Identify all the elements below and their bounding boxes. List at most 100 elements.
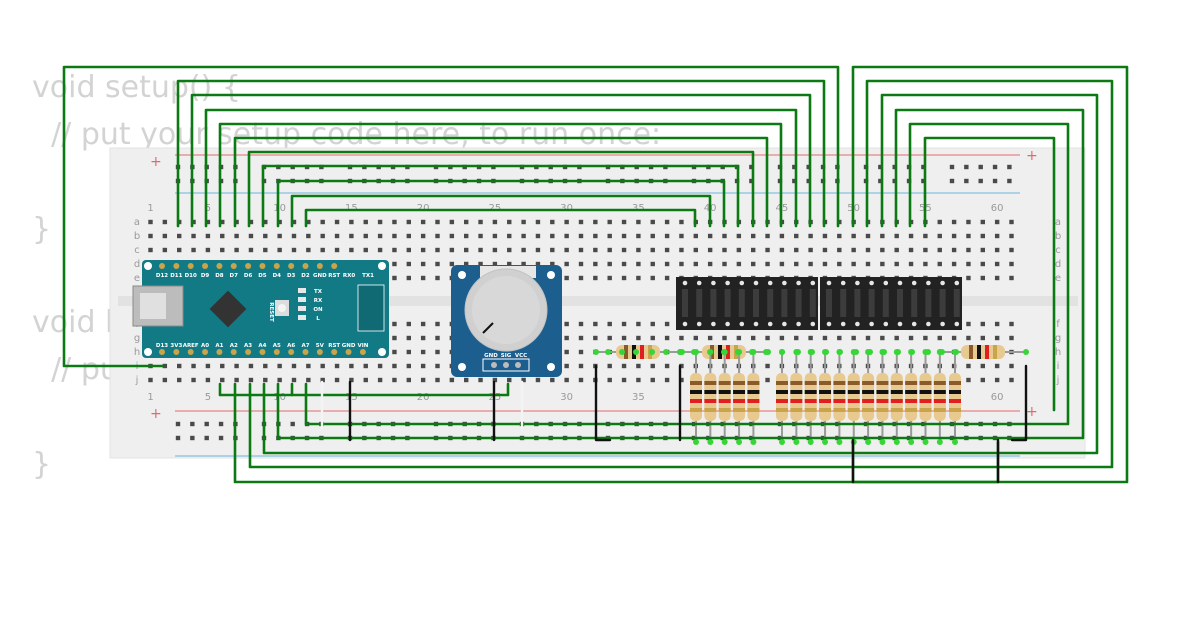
breadboard-hole[interactable] bbox=[334, 363, 340, 369]
breadboard-hole[interactable] bbox=[507, 377, 512, 383]
breadboard-hole[interactable] bbox=[420, 377, 426, 383]
jumper-wire[interactable] bbox=[290, 194, 712, 228]
breadboard-hole[interactable] bbox=[865, 233, 871, 239]
breadboard-hole[interactable] bbox=[736, 233, 742, 239]
breadboard-hole[interactable] bbox=[363, 247, 368, 253]
breadboard-hole[interactable] bbox=[420, 349, 426, 355]
breadboard-hole[interactable] bbox=[449, 219, 455, 225]
breadboard-hole[interactable] bbox=[234, 363, 239, 369]
resistors[interactable] bbox=[593, 345, 1029, 445]
breadboard-hole[interactable] bbox=[851, 233, 856, 239]
breadboard-hole[interactable] bbox=[966, 363, 971, 369]
resistor[interactable] bbox=[919, 373, 932, 421]
breadboard-hole[interactable] bbox=[177, 233, 182, 239]
breadboard-hole[interactable] bbox=[636, 335, 641, 341]
breadboard-hole[interactable] bbox=[406, 377, 411, 383]
breadboard-hole[interactable] bbox=[865, 247, 871, 253]
breadboard-hole[interactable] bbox=[636, 363, 641, 369]
code-line[interactable]: } bbox=[32, 447, 52, 482]
nano-pin-bottom[interactable] bbox=[245, 349, 252, 355]
breadboard-hole[interactable] bbox=[578, 377, 584, 383]
breadboard-hole[interactable] bbox=[636, 275, 641, 281]
rail-hole[interactable] bbox=[921, 178, 926, 184]
resistor[interactable] bbox=[905, 373, 918, 421]
breadboard-hole[interactable] bbox=[808, 261, 813, 267]
resistor[interactable] bbox=[790, 373, 803, 421]
breadboard-hole[interactable] bbox=[334, 219, 340, 225]
resistor[interactable] bbox=[804, 373, 817, 421]
code-line[interactable]: } bbox=[32, 212, 52, 247]
breadboard-hole[interactable] bbox=[664, 219, 670, 225]
breadboard-hole[interactable] bbox=[1009, 247, 1014, 253]
breadboard-hole[interactable] bbox=[607, 377, 612, 383]
jumper-wire[interactable] bbox=[248, 79, 1114, 469]
nano-pin-bottom[interactable] bbox=[187, 349, 194, 355]
breadboard-hole[interactable] bbox=[578, 321, 584, 327]
breadboard-hole[interactable] bbox=[177, 363, 182, 369]
breadboard-hole[interactable] bbox=[564, 363, 569, 369]
breadboard-hole[interactable] bbox=[492, 233, 498, 239]
breadboard-hole[interactable] bbox=[392, 349, 397, 355]
breadboard-hole[interactable] bbox=[191, 247, 196, 253]
breadboard-hole[interactable] bbox=[464, 261, 469, 267]
breadboard-hole[interactable] bbox=[865, 335, 871, 341]
breadboard-hole[interactable] bbox=[966, 219, 971, 225]
breadboard-hole[interactable] bbox=[736, 261, 742, 267]
breadboard-hole[interactable] bbox=[636, 321, 641, 327]
breadboard-hole[interactable] bbox=[363, 219, 368, 225]
breadboard-hole[interactable] bbox=[765, 261, 770, 267]
jumper-wire[interactable] bbox=[218, 122, 783, 228]
jumper-wire[interactable] bbox=[247, 150, 755, 228]
breadboard-hole[interactable] bbox=[420, 321, 426, 327]
breadboard-hole[interactable] bbox=[951, 219, 957, 225]
breadboard-hole[interactable] bbox=[865, 261, 871, 267]
breadboard-hole[interactable] bbox=[707, 247, 713, 253]
breadboard-hole[interactable] bbox=[363, 377, 368, 383]
breadboard-hole[interactable] bbox=[306, 363, 311, 369]
breadboard-hole[interactable] bbox=[593, 233, 598, 239]
breadboard-hole[interactable] bbox=[449, 247, 455, 253]
rail-hole[interactable] bbox=[921, 164, 926, 170]
jumper-wire[interactable] bbox=[261, 164, 740, 228]
breadboard-hole[interactable] bbox=[478, 261, 483, 267]
breadboard-hole[interactable] bbox=[851, 247, 856, 253]
nano-pin-top[interactable] bbox=[273, 263, 280, 269]
breadboard-hole[interactable] bbox=[392, 335, 397, 341]
breadboard-hole[interactable] bbox=[377, 247, 383, 253]
rail-hole[interactable] bbox=[1007, 164, 1012, 170]
breadboard-hole[interactable] bbox=[822, 233, 828, 239]
breadboard-hole[interactable] bbox=[220, 219, 225, 225]
breadboard-hole[interactable] bbox=[535, 247, 541, 253]
breadboard-hole[interactable] bbox=[693, 247, 698, 253]
breadboard-hole[interactable] bbox=[937, 233, 942, 239]
breadboard-hole[interactable] bbox=[464, 377, 469, 383]
breadboard-hole[interactable] bbox=[751, 247, 756, 253]
breadboard-hole[interactable] bbox=[722, 247, 727, 253]
breadboard-hole[interactable] bbox=[894, 247, 899, 253]
breadboard-hole[interactable] bbox=[664, 261, 670, 267]
breadboard-hole[interactable] bbox=[521, 219, 526, 225]
ground-wire[interactable] bbox=[1010, 364, 1028, 442]
breadboard-hole[interactable] bbox=[406, 275, 411, 281]
nano-pin-bottom[interactable] bbox=[273, 349, 280, 355]
breadboard-hole[interactable] bbox=[263, 219, 268, 225]
breadboard-hole[interactable] bbox=[578, 275, 584, 281]
breadboard-hole[interactable] bbox=[607, 247, 612, 253]
breadboard-hole[interactable] bbox=[234, 247, 239, 253]
breadboard-hole[interactable] bbox=[320, 363, 325, 369]
breadboard-hole[interactable] bbox=[621, 275, 627, 281]
nano-pin-bottom[interactable] bbox=[230, 349, 237, 355]
breadboard-hole[interactable] bbox=[980, 247, 985, 253]
breadboard-hole[interactable] bbox=[880, 233, 885, 239]
breadboard-hole[interactable] bbox=[994, 321, 1000, 327]
rail-hole[interactable] bbox=[992, 178, 998, 184]
breadboard-hole[interactable] bbox=[248, 233, 254, 239]
rail-hole[interactable] bbox=[978, 164, 983, 170]
breadboard-hole[interactable] bbox=[951, 261, 957, 267]
breadboard-hole[interactable] bbox=[923, 261, 928, 267]
breadboard-hole[interactable] bbox=[650, 321, 655, 327]
nano-pin-bottom[interactable] bbox=[359, 349, 366, 355]
breadboard-hole[interactable] bbox=[535, 377, 541, 383]
breadboard-hole[interactable] bbox=[205, 233, 211, 239]
nano-pin-top[interactable] bbox=[173, 263, 180, 269]
